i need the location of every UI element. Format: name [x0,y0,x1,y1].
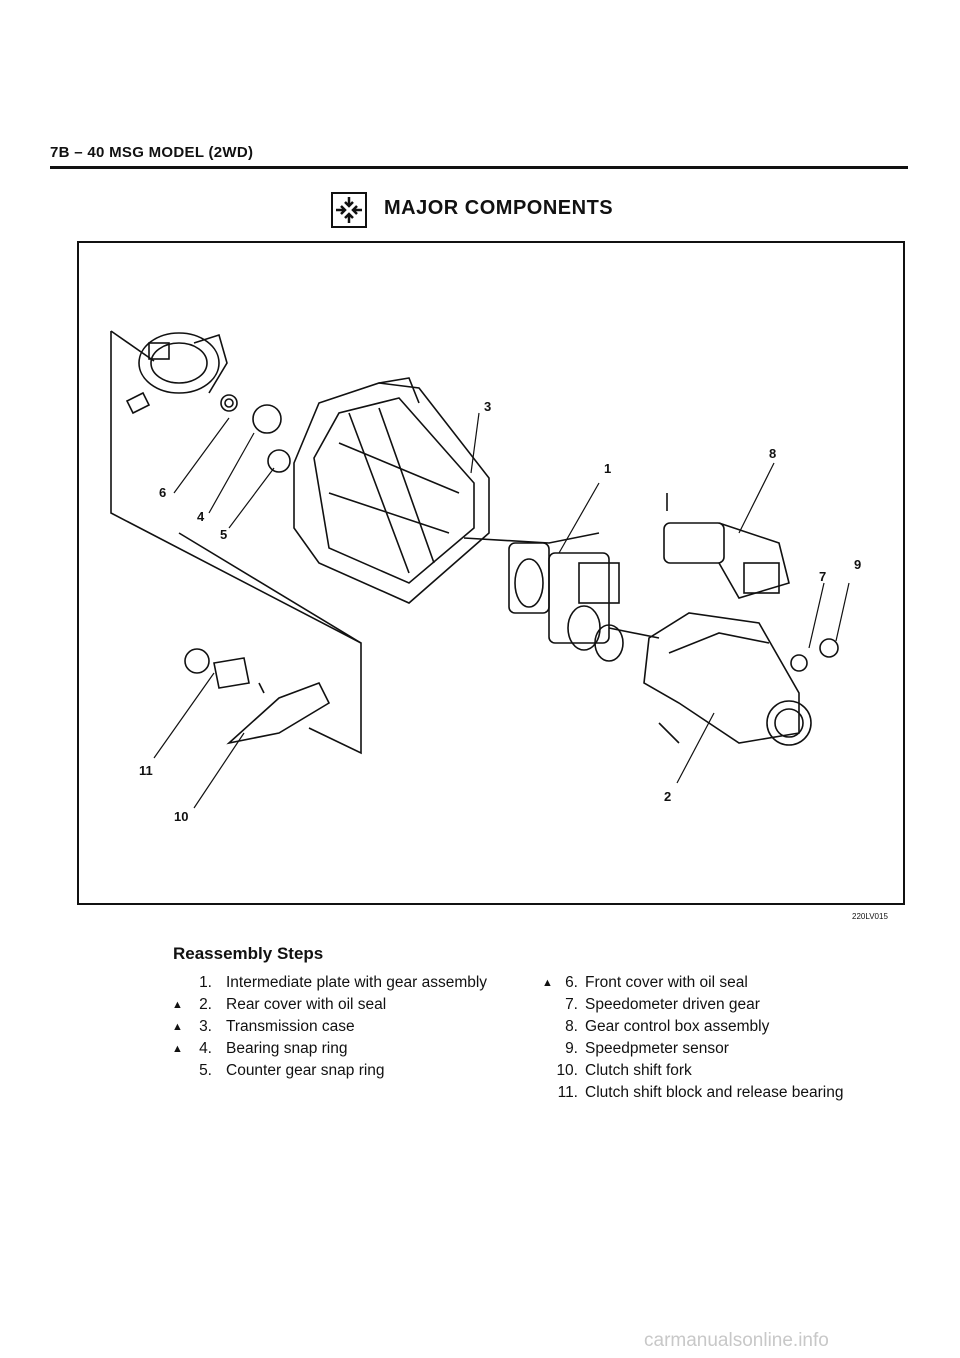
list-item: ▲ 2. Rear cover with oil seal [170,994,530,1016]
rear-cover-part [643,612,812,746]
list-item: 8. Gear control box assembly [565,1018,770,1035]
callout-8: 8 [769,446,776,461]
step-marker: ▲ [172,1043,183,1055]
callout-4: 4 [197,509,205,524]
front-cover-part [125,332,238,415]
callout-11: 11 [139,763,153,778]
list-item: 7. Speedometer driven gear [565,996,760,1013]
callout-2: 2 [664,789,671,804]
transmission-case-part [293,377,490,604]
callout-5: 5 [220,527,227,542]
section-title: MAJOR COMPONENTS [384,197,614,219]
list-item: ▲ 3. Transmission case [170,1016,530,1038]
step-marker: ▲ [172,1021,183,1033]
callout-3: 3 [484,399,491,414]
gear-assembly-part [463,532,660,662]
clutch-fork-part [184,648,331,745]
steps-list-right: ▲ 6. Front cover with oil seal 7. Speedo… [542,972,902,1104]
header-rule [50,166,908,169]
callout-9: 9 [854,557,861,572]
list-item: 5. Counter gear snap ring [199,1062,385,1079]
figure-code: 220LV015 [852,912,888,921]
callout-6: 6 [159,485,166,500]
list-item: 1. Intermediate plate with gear assembly [199,974,488,991]
list-item: 11. Clutch shift block and release beari… [557,1084,844,1101]
step-marker: ▲ [172,999,183,1011]
page-header: 7B – 40 MSG MODEL (2WD) [50,144,254,161]
list-item: 10. Clutch shift fork [556,1062,692,1079]
steps-title: Reassembly Steps [173,944,324,963]
list-item: 9. Speedpmeter sensor [565,1040,729,1057]
exploded-view-figure: 3 1 8 7 9 2 6 4 5 11 10 [77,241,905,905]
callout-1: 1 [604,461,611,476]
steps-list-left: 1. Intermediate plate with gear assembly… [170,972,530,1082]
list-item: ▲ 6. Front cover with oil seal [542,972,902,994]
callout-7: 7 [819,569,826,584]
step-marker: ▲ [542,977,553,989]
assembly-arrows-icon [331,192,367,228]
gear-control-box-part [663,493,790,599]
exploded-diagram: 3 1 8 7 9 2 6 4 5 11 10 [110,330,861,824]
callout-10: 10 [174,809,188,824]
watermark: carmanualsonline.info [644,1330,829,1351]
list-item: ▲ 4. Bearing snap ring [170,1038,530,1060]
